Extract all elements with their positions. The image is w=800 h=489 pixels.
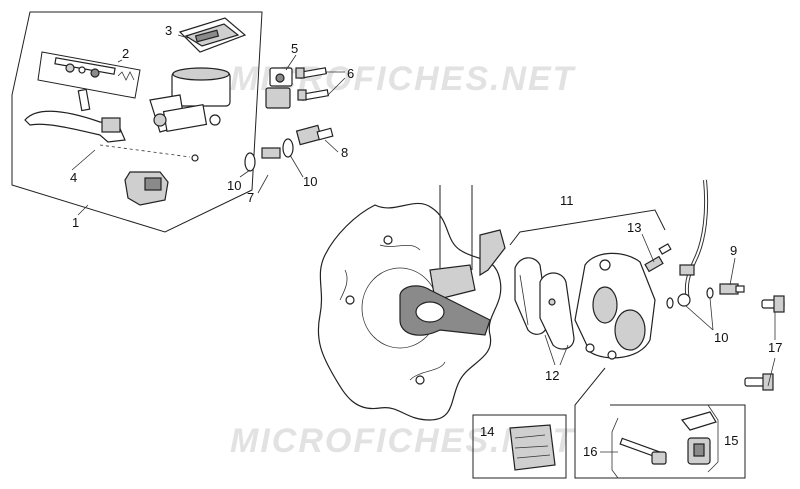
bleeder-valve-part[interactable] [644, 243, 672, 273]
callout-labels: 1 2 3 4 5 6 7 8 9 10 10 10 11 12 13 14 1… [70, 23, 782, 459]
callout-15: 15 [724, 433, 738, 448]
banjo-bolt-part[interactable] [295, 124, 334, 146]
bracket-line-11 [509, 209, 666, 246]
callout-9: 9 [730, 243, 737, 258]
pad-kit-box [472, 414, 567, 479]
callout-13: 13 [627, 220, 641, 235]
callout-12: 12 [545, 368, 559, 383]
pin-kit-box [574, 367, 746, 479]
master-cylinder-part[interactable] [149, 67, 231, 133]
callout-1: 1 [72, 215, 79, 230]
callout-7: 7 [247, 190, 254, 205]
brake-lever-part[interactable] [24, 88, 199, 162]
brake-hose-upper-part[interactable] [244, 138, 294, 286]
fork-bracket-part[interactable] [399, 185, 506, 336]
brake-switch-part[interactable] [124, 171, 169, 206]
caliper-group [509, 209, 672, 360]
callout-11: 11 [560, 193, 574, 208]
callout-16: 16 [583, 444, 597, 459]
pad-spring-part[interactable] [680, 411, 717, 465]
callout-6: 6 [347, 66, 354, 81]
pad-kit-part[interactable] [509, 424, 556, 471]
callout-4: 4 [70, 170, 77, 185]
repair-kit-part[interactable] [37, 51, 141, 99]
brake-caliper-part[interactable] [574, 252, 656, 360]
retaining-pin-part[interactable] [619, 437, 667, 465]
callout-10-right: 10 [714, 330, 728, 345]
caliper-bolt-part[interactable] [719, 283, 745, 295]
banjo-clamp-part[interactable] [265, 67, 293, 109]
callout-14: 14 [480, 424, 494, 439]
brake-hose-lower-part[interactable] [666, 179, 714, 309]
brake-pad-outer-part[interactable] [539, 272, 575, 350]
callout-5: 5 [291, 41, 298, 56]
reservoir-cap-part[interactable] [178, 17, 247, 53]
leader-lines [71, 34, 776, 479]
master-cylinder-group [11, 11, 263, 233]
group-outline-1 [11, 11, 263, 233]
callout-8: 8 [341, 145, 348, 160]
callout-2: 2 [122, 46, 129, 61]
screw-pair-part[interactable] [295, 67, 330, 101]
callout-10-mid: 10 [303, 174, 317, 189]
callout-10-left: 10 [227, 178, 241, 193]
callout-3: 3 [165, 23, 172, 38]
mounting-bolts-part[interactable] [744, 295, 785, 391]
callout-17: 17 [768, 340, 782, 355]
